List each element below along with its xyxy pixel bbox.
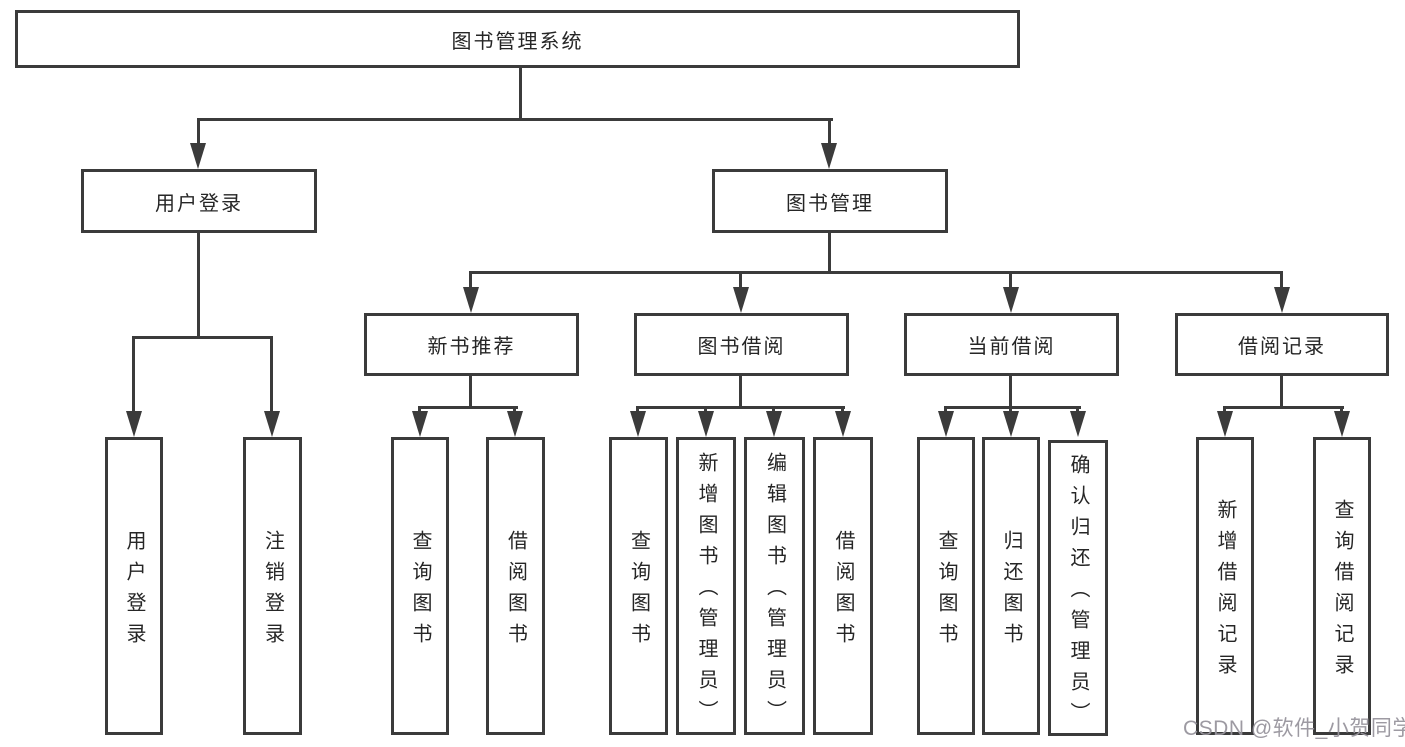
arrowhead-icon bbox=[766, 411, 782, 437]
node-label: 查询图书 bbox=[935, 529, 957, 654]
node-user-login-action: 用户登录 bbox=[105, 437, 163, 735]
node-add-borrow-record: 新增借阅记录 bbox=[1196, 437, 1254, 735]
node-add-books-admin: 新增图书（管理员） bbox=[676, 437, 736, 735]
node-query-books-borrowing: 查询图书 bbox=[609, 437, 668, 735]
arrowhead-icon bbox=[264, 411, 280, 437]
node-library-management-system: 图书管理系统 bbox=[15, 10, 1020, 68]
node-label: 图书管理 bbox=[786, 192, 874, 215]
node-current-borrowing: 当前借阅 bbox=[904, 313, 1119, 376]
node-query-books-current: 查询图书 bbox=[917, 437, 975, 735]
node-label: 注销登录 bbox=[261, 529, 284, 654]
arrowhead-icon bbox=[698, 411, 714, 437]
node-label: 查询图书 bbox=[627, 529, 650, 654]
arrowhead-icon bbox=[1217, 411, 1233, 437]
connector-line bbox=[513, 406, 516, 414]
connector-line bbox=[1223, 406, 1344, 409]
connector-line bbox=[704, 406, 707, 414]
arrowhead-icon bbox=[630, 411, 646, 437]
connector-line bbox=[469, 374, 472, 409]
arrowhead-icon bbox=[1070, 411, 1086, 437]
node-label: 用户登录 bbox=[155, 192, 243, 215]
connector-line bbox=[636, 406, 845, 409]
node-label: 当前借阅 bbox=[967, 336, 1056, 358]
connector-line bbox=[197, 118, 833, 121]
connector-line bbox=[841, 406, 844, 414]
node-borrowing-records: 借阅记录 bbox=[1175, 313, 1389, 376]
node-label: 借阅图书 bbox=[504, 529, 527, 654]
connector-line bbox=[1009, 374, 1012, 409]
connector-line bbox=[1280, 374, 1283, 409]
connector-line bbox=[418, 406, 421, 414]
connector-line bbox=[1076, 406, 1079, 414]
arrowhead-icon bbox=[126, 411, 142, 437]
arrowhead-icon bbox=[733, 287, 749, 313]
connector-line bbox=[132, 336, 135, 413]
node-book-management: 图书管理 bbox=[712, 169, 948, 233]
connector-line bbox=[828, 231, 831, 273]
connector-line bbox=[944, 406, 1081, 409]
connector-line bbox=[1223, 406, 1226, 414]
connector-line bbox=[739, 271, 742, 289]
arrowhead-icon bbox=[463, 287, 479, 313]
node-edit-books-admin: 编辑图书（管理员） bbox=[744, 437, 805, 735]
arrowhead-icon bbox=[1003, 287, 1019, 313]
node-label: 确认归还（管理员） bbox=[1067, 454, 1089, 733]
connector-line bbox=[197, 118, 200, 146]
node-label: 新增借阅记录 bbox=[1214, 498, 1236, 685]
node-borrow-books: 借阅图书 bbox=[813, 437, 873, 735]
connector-line bbox=[828, 118, 831, 146]
node-label: 归还图书 bbox=[1000, 529, 1022, 654]
connector-line bbox=[1009, 271, 1012, 289]
node-new-book-recommendation: 新书推荐 bbox=[364, 313, 579, 376]
connector-line bbox=[270, 336, 273, 413]
arrowhead-icon bbox=[190, 143, 206, 169]
arrowhead-icon bbox=[412, 411, 428, 437]
node-label: 查询借阅记录 bbox=[1331, 498, 1353, 685]
node-logout: 注销登录 bbox=[243, 437, 302, 735]
node-label: 新增图书（管理员） bbox=[695, 452, 717, 731]
connector-line bbox=[1280, 271, 1283, 289]
node-label: 新书推荐 bbox=[427, 336, 516, 358]
connector-line bbox=[636, 406, 639, 414]
arrowhead-icon bbox=[835, 411, 851, 437]
node-book-borrowing: 图书借阅 bbox=[634, 313, 849, 376]
node-borrow-books-recommend: 借阅图书 bbox=[486, 437, 545, 735]
node-query-borrow-record: 查询借阅记录 bbox=[1313, 437, 1371, 735]
node-user-login: 用户登录 bbox=[81, 169, 317, 233]
connector-line bbox=[418, 406, 518, 409]
connector-line bbox=[944, 406, 947, 414]
watermark-text: CSDN @软件_小贺同学 bbox=[1183, 717, 1405, 740]
connector-line bbox=[739, 374, 742, 409]
node-label: 借阅图书 bbox=[832, 529, 854, 654]
node-return-books: 归还图书 bbox=[982, 437, 1040, 735]
connector-line bbox=[197, 231, 200, 338]
connector-line bbox=[132, 336, 273, 339]
arrowhead-icon bbox=[1003, 411, 1019, 437]
connector-line bbox=[1009, 406, 1012, 414]
node-label: 图书管理系统 bbox=[451, 30, 584, 53]
node-query-books-recommend: 查询图书 bbox=[391, 437, 449, 735]
connector-line bbox=[469, 271, 1283, 274]
arrowhead-icon bbox=[938, 411, 954, 437]
arrowhead-icon bbox=[507, 411, 523, 437]
node-label: 查询图书 bbox=[409, 529, 431, 654]
arrowhead-icon bbox=[1274, 287, 1290, 313]
arrowhead-icon bbox=[1334, 411, 1350, 437]
connector-line bbox=[469, 271, 472, 289]
node-label: 用户登录 bbox=[123, 529, 145, 654]
node-label: 编辑图书（管理员） bbox=[763, 452, 786, 731]
node-label: 图书借阅 bbox=[697, 336, 786, 358]
node-label: 借阅记录 bbox=[1238, 336, 1326, 358]
node-confirm-return-admin: 确认归还（管理员） bbox=[1048, 440, 1108, 736]
arrowhead-icon bbox=[821, 143, 837, 169]
connector-line bbox=[1340, 406, 1343, 414]
connector-line bbox=[772, 406, 775, 414]
connector-line bbox=[519, 65, 522, 120]
